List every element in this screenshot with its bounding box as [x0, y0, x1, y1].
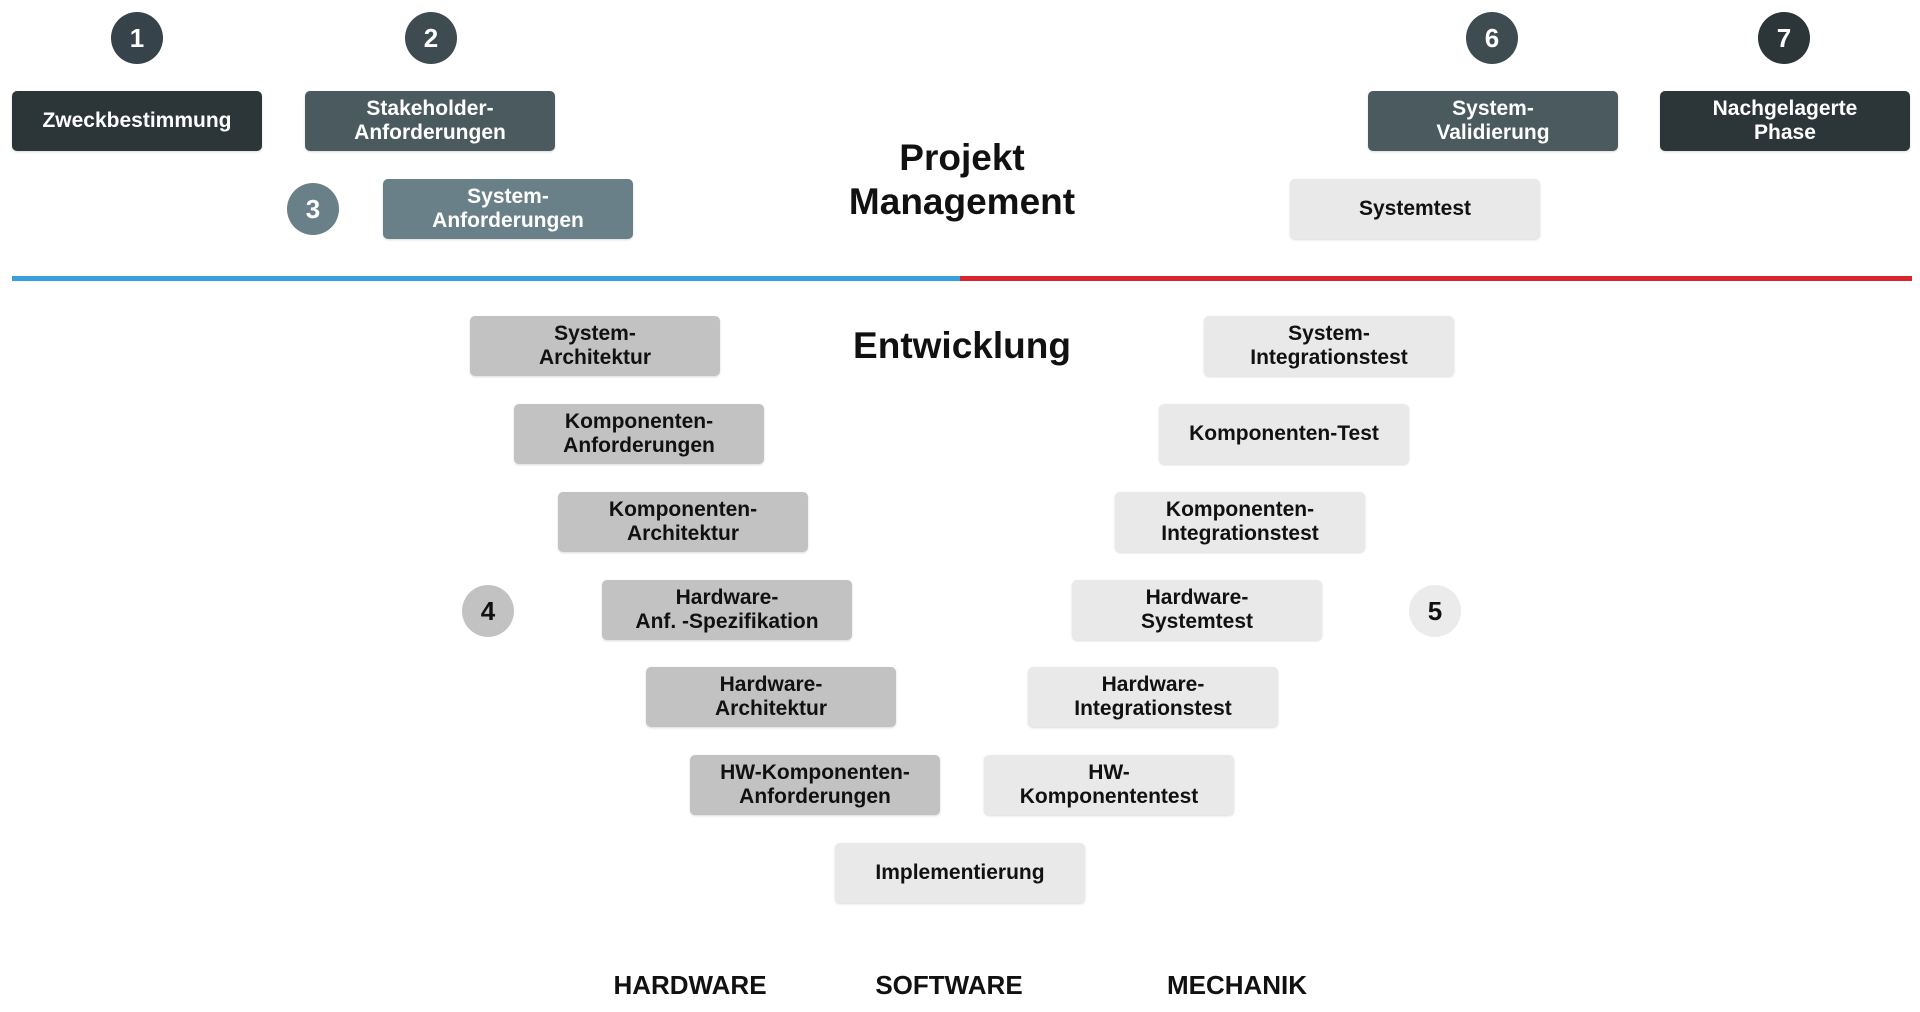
phase-number-6: 6	[1466, 12, 1518, 64]
phase-number-4: 4	[462, 585, 514, 637]
projekt-management-title: Projekt Management	[848, 137, 1076, 223]
divider-left-blue	[12, 276, 960, 281]
v-left-hw-komponenten-anforderungen[interactable]: HW-Komponenten- Anforderungen	[690, 755, 940, 815]
phase-number-7: 7	[1758, 12, 1810, 64]
divider-right-red	[960, 276, 1912, 281]
category-mechanik: MECHANIK	[1166, 970, 1308, 1000]
phase-number-5: 5	[1409, 585, 1461, 637]
v-left-hardware-architektur[interactable]: Hardware- Architektur	[646, 667, 896, 727]
v-left-komponenten-anforderungen[interactable]: Komponenten- Anforderungen	[514, 404, 764, 464]
phase-number-1: 1	[111, 12, 163, 64]
phase-zweckbestimmung[interactable]: Zweckbestimmung	[12, 91, 262, 151]
phase-system-anforderungen[interactable]: System- Anforderungen	[383, 179, 633, 239]
phase-number-2: 2	[405, 12, 457, 64]
v-right-hardware-systemtest[interactable]: Hardware- Systemtest	[1072, 580, 1322, 640]
entwicklung-title: Entwicklung	[853, 325, 1071, 366]
phase-number-3: 3	[287, 183, 339, 235]
v-right-komponenten-test[interactable]: Komponenten-Test	[1159, 404, 1409, 464]
phase-systemtest[interactable]: Systemtest	[1290, 179, 1540, 239]
phase-system-validierung[interactable]: System- Validierung	[1368, 91, 1618, 151]
category-hardware: HARDWARE	[613, 970, 767, 1000]
phase-nachgelagerte-phase[interactable]: Nachgelagerte Phase	[1660, 91, 1910, 151]
v-right-komponenten-integrationstest[interactable]: Komponenten- Integrationstest	[1115, 492, 1365, 552]
v-right-system-integrationstest[interactable]: System- Integrationstest	[1204, 316, 1454, 376]
v-left-system-architektur[interactable]: System- Architektur	[470, 316, 720, 376]
v-left-komponenten-architektur[interactable]: Komponenten- Architektur	[558, 492, 808, 552]
v-right-hw-komponententest[interactable]: HW- Komponententest	[984, 755, 1234, 815]
category-software: SOFTWARE	[875, 970, 1023, 1000]
v-left-hardware-spezifikation[interactable]: Hardware- Anf. -Spezifikation	[602, 580, 852, 640]
phase-stakeholder-anforderungen[interactable]: Stakeholder- Anforderungen	[305, 91, 555, 151]
v-bottom-implementierung[interactable]: Implementierung	[835, 843, 1085, 903]
v-right-hardware-integrationstest[interactable]: Hardware- Integrationstest	[1028, 667, 1278, 727]
